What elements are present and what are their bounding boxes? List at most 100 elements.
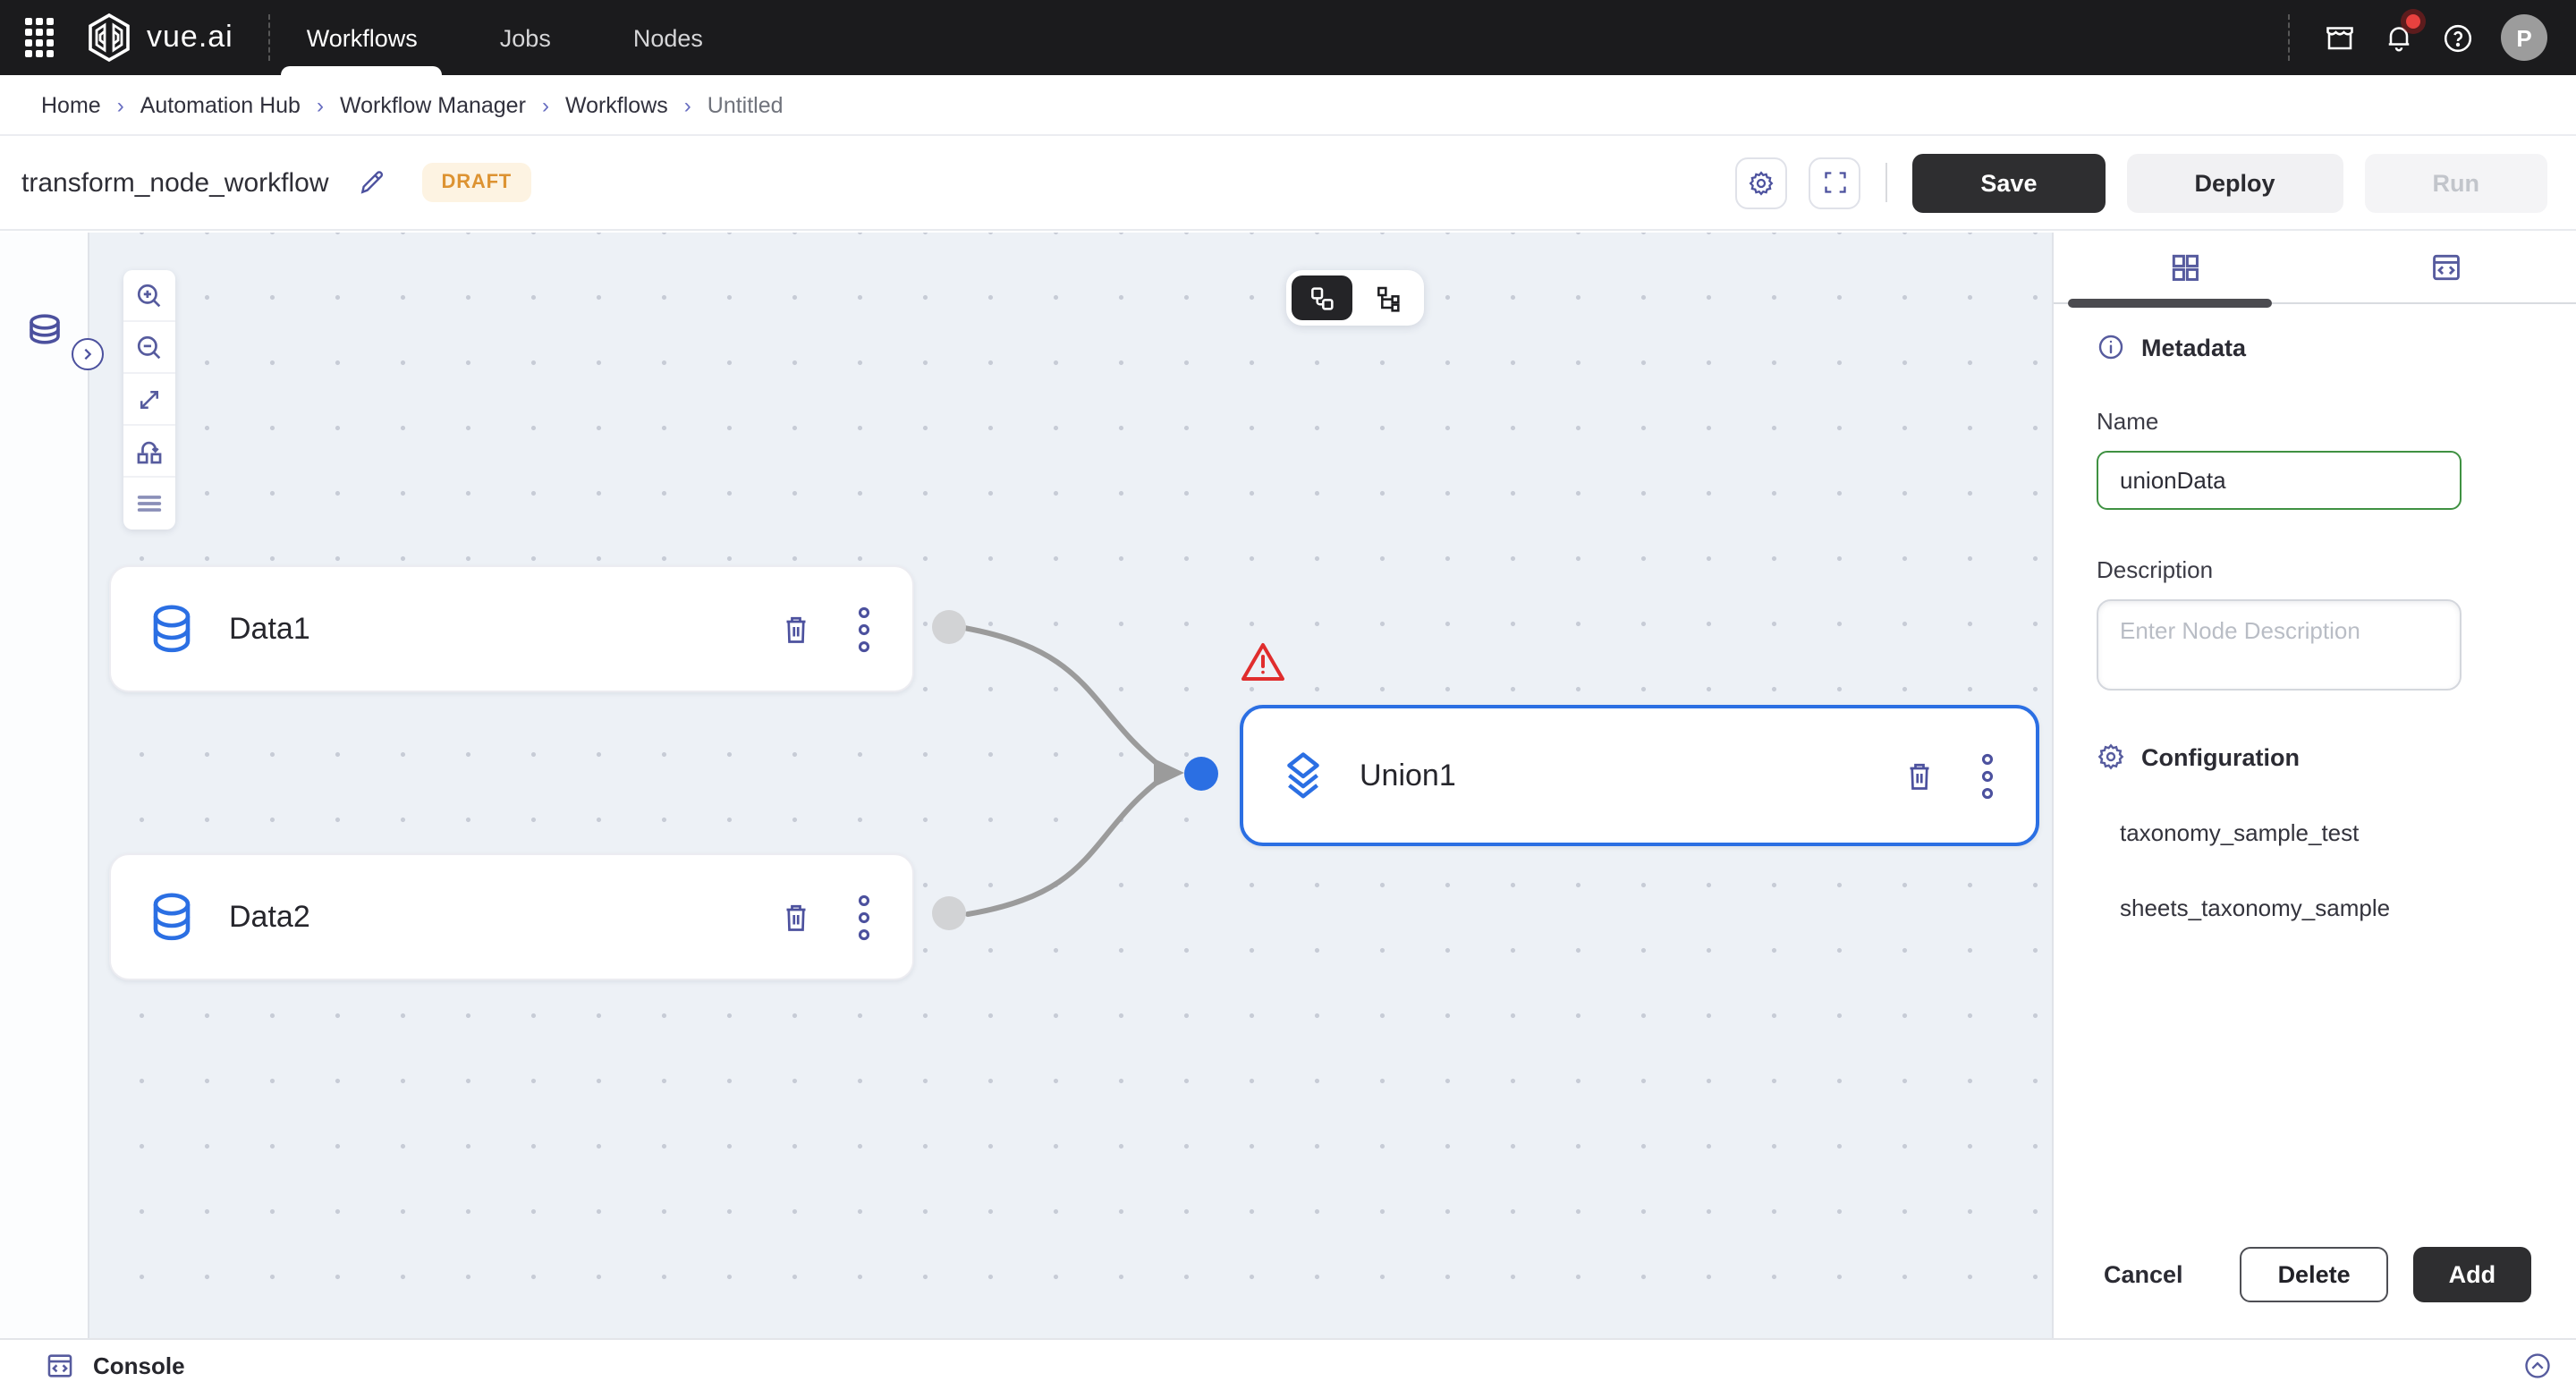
cancel-button[interactable]: Cancel: [2104, 1261, 2183, 1288]
node-union1[interactable]: Union1: [1240, 705, 2039, 846]
breadcrumb-separator: ›: [316, 92, 324, 117]
metadata-title: Metadata: [2141, 334, 2247, 360]
console-bar[interactable]: Console: [0, 1338, 2576, 1390]
node-library-rail: [0, 233, 104, 1338]
breadcrumb-home[interactable]: Home: [41, 92, 101, 117]
database-icon: [147, 602, 197, 656]
brand-name: vue.ai: [147, 20, 233, 54]
main-area: Data1: [0, 233, 2576, 1338]
breadcrumb-automation-hub[interactable]: Automation Hub: [140, 92, 301, 117]
header-divider: [1885, 163, 1888, 202]
database-icon: [147, 890, 197, 944]
nav-item-workflows[interactable]: Workflows: [307, 0, 418, 75]
delete-node-icon[interactable]: [780, 611, 812, 647]
configuration-section-header: Configuration: [2097, 742, 2547, 771]
breadcrumb-workflow-manager[interactable]: Workflow Manager: [339, 92, 526, 117]
node-menu-icon[interactable]: [855, 606, 873, 652]
nav-item-nodes[interactable]: Nodes: [632, 24, 703, 51]
name-input[interactable]: [2097, 451, 2462, 510]
node-label: Data1: [229, 611, 310, 645]
nav-menu: Workflows Jobs Nodes: [307, 0, 703, 75]
data-source-rail-icon[interactable]: [23, 311, 66, 354]
layers-icon: [1279, 749, 1327, 802]
notification-badge: [2406, 14, 2420, 29]
breadcrumb-separator: ›: [683, 92, 691, 117]
zoom-out-button[interactable]: [123, 322, 175, 374]
user-avatar[interactable]: P: [2501, 14, 2547, 61]
port-data2-output[interactable]: [932, 896, 966, 930]
node-menu-icon[interactable]: [855, 894, 873, 940]
node-config-panel: Metadata Name Description Configuration …: [2052, 233, 2576, 1338]
nav-item-jobs[interactable]: Jobs: [499, 24, 551, 51]
panel-footer: Cancel Delete Add: [2054, 1247, 2576, 1338]
run-button[interactable]: Run: [2364, 153, 2547, 212]
code-icon: [2432, 254, 2459, 281]
zoom-in-button[interactable]: [123, 270, 175, 322]
warning-icon[interactable]: [1240, 640, 1286, 683]
deploy-button[interactable]: Deploy: [2126, 153, 2343, 212]
workflow-settings-button[interactable]: [1735, 157, 1788, 208]
header-actions: Save Deploy Run: [1735, 153, 2547, 212]
panel-tabs: [2054, 233, 2576, 308]
fullscreen-button[interactable]: [1809, 157, 1861, 208]
edit-title-icon[interactable]: [358, 168, 386, 197]
breadcrumb-workflows[interactable]: Workflows: [564, 92, 668, 117]
port-union1-input[interactable]: [1184, 757, 1218, 791]
breadcrumb-current: Untitled: [707, 92, 784, 117]
apps-grid-icon[interactable]: [25, 18, 54, 57]
active-tab-indicator: [2068, 298, 2272, 308]
tab-code-view[interactable]: [2315, 233, 2576, 302]
brand-logo[interactable]: vue.ai: [86, 13, 233, 63]
info-icon: [2098, 335, 2123, 360]
nav-right-divider: [2288, 14, 2290, 61]
fit-view-button[interactable]: [123, 374, 175, 426]
page-header: transform_node_workflow DRAFT Save Deplo…: [0, 136, 2576, 231]
delete-node-icon[interactable]: [1903, 758, 1936, 793]
config-item-taxonomy-sample-test[interactable]: taxonomy_sample_test: [2120, 819, 2360, 846]
delete-node-icon[interactable]: [780, 899, 812, 935]
fullscreen-icon: [1824, 172, 1846, 193]
vue-logo-icon: [89, 13, 130, 63]
gear-icon: [1749, 170, 1774, 195]
breadcrumb-separator: ›: [116, 92, 124, 117]
panel-body: Metadata Name Description Configuration …: [2054, 304, 2576, 1247]
tab-form-view[interactable]: [2054, 233, 2315, 302]
save-button[interactable]: Save: [1912, 153, 2106, 212]
nav-divider: [268, 14, 271, 61]
add-button[interactable]: Add: [2412, 1247, 2532, 1302]
marketplace-icon[interactable]: [2324, 21, 2356, 54]
help-icon[interactable]: [2442, 21, 2474, 54]
breadcrumb-separator: ›: [541, 92, 549, 117]
expand-rail-button[interactable]: [72, 338, 104, 370]
console-expand-button[interactable]: [2522, 1350, 2553, 1380]
edge-data2-union1: [965, 779, 1160, 917]
console-label: Console: [93, 1352, 185, 1378]
node-data2[interactable]: Data2: [109, 853, 914, 980]
name-label: Name: [2097, 408, 2159, 435]
nav-right-cluster: P: [2288, 14, 2547, 61]
configuration-title: Configuration: [2141, 743, 2300, 770]
gear-icon: [2097, 743, 2124, 770]
auto-layout-button[interactable]: [123, 426, 175, 478]
graph-view-button[interactable]: [1292, 275, 1352, 320]
metadata-section-header: Metadata: [2097, 333, 2547, 361]
node-menu-icon[interactable]: [1979, 752, 1996, 799]
edge-arrowhead: [1154, 759, 1184, 787]
canvas-toolbar: [123, 270, 175, 530]
workflow-canvas[interactable]: Data1: [89, 233, 2052, 1338]
node-label: Data2: [229, 899, 310, 933]
workflow-title: transform_node_workflow: [21, 167, 329, 198]
tree-view-button[interactable]: [1358, 275, 1419, 320]
node-label: Union1: [1360, 758, 1456, 792]
grid-icon: [2171, 254, 2198, 281]
description-input[interactable]: [2097, 599, 2462, 691]
port-data1-output[interactable]: [932, 610, 966, 644]
notifications-bell-icon[interactable]: [2383, 14, 2420, 54]
node-data1[interactable]: Data1: [109, 565, 914, 692]
console-icon: [47, 1353, 72, 1377]
delete-button[interactable]: Delete: [2240, 1247, 2388, 1302]
edge-data1-union1: [962, 625, 1160, 767]
canvas-menu-button[interactable]: [123, 478, 175, 530]
config-item-sheets-taxonomy-sample[interactable]: sheets_taxonomy_sample: [2120, 894, 2391, 921]
